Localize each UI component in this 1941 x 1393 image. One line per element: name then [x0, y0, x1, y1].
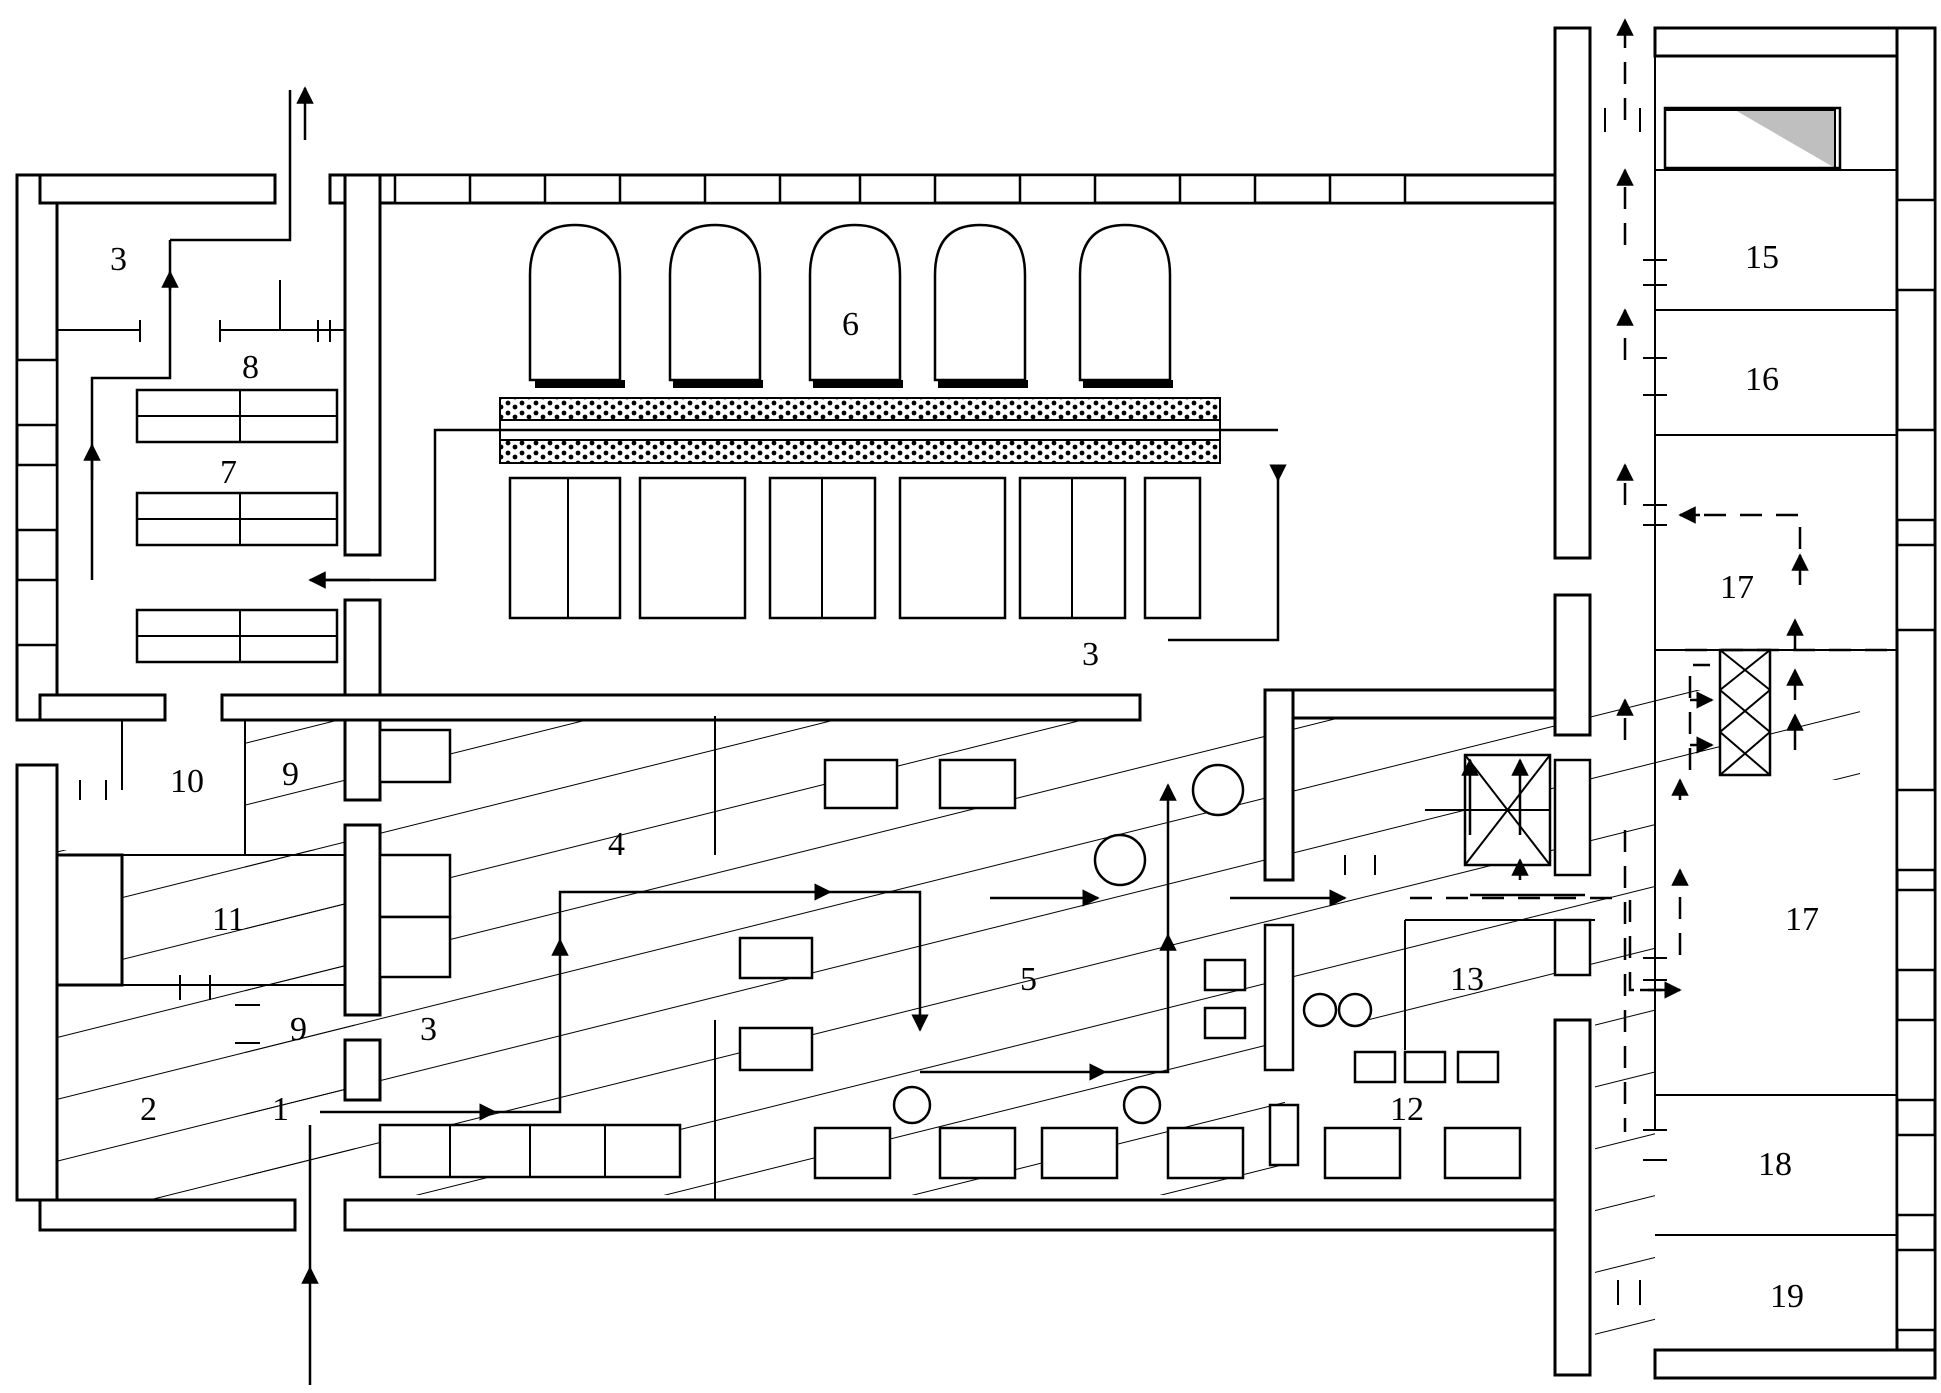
- dashed-flow-lines: [1410, 18, 1900, 1132]
- room-label: 2: [140, 1091, 157, 1128]
- room-label: 18: [1758, 1146, 1792, 1183]
- room-label: 3: [110, 241, 127, 278]
- room-label: 17: [1720, 569, 1754, 606]
- room-label: 15: [1745, 239, 1779, 276]
- room-label: 19: [1770, 1278, 1804, 1315]
- room-label: 11: [212, 901, 245, 938]
- doors: [79, 108, 1667, 1305]
- room-label: 16: [1745, 361, 1779, 398]
- room-label: 17: [1785, 901, 1819, 938]
- room-label: 8: [242, 349, 259, 386]
- room-label: 10: [170, 763, 204, 800]
- room-label: 9: [282, 756, 299, 793]
- room-label: 13: [1450, 961, 1484, 998]
- workshop-equipment: [378, 106, 1842, 1180]
- hatched-floor: [55, 690, 1860, 1350]
- room-label: 1: [272, 1091, 289, 1128]
- room-label: 12: [1390, 1091, 1424, 1128]
- room-labels: 3 8 7 6 3 10 9 4 11 9 3 2 1 5 13 12 15 1…: [110, 239, 1819, 1315]
- room-label: 3: [420, 1011, 437, 1048]
- partitions: [57, 56, 1897, 1236]
- room-7-benches: [135, 388, 339, 664]
- room-label: 4: [608, 826, 625, 863]
- windows: [15, 173, 1937, 1332]
- room-label: 5: [1020, 961, 1037, 998]
- room-label: 6: [842, 306, 859, 343]
- room-label: 9: [290, 1011, 307, 1048]
- flow-lines: [83, 86, 1585, 1385]
- room-label: 7: [220, 454, 237, 491]
- room-label: 3: [1082, 636, 1099, 673]
- room-6-equipment: [499, 223, 1221, 620]
